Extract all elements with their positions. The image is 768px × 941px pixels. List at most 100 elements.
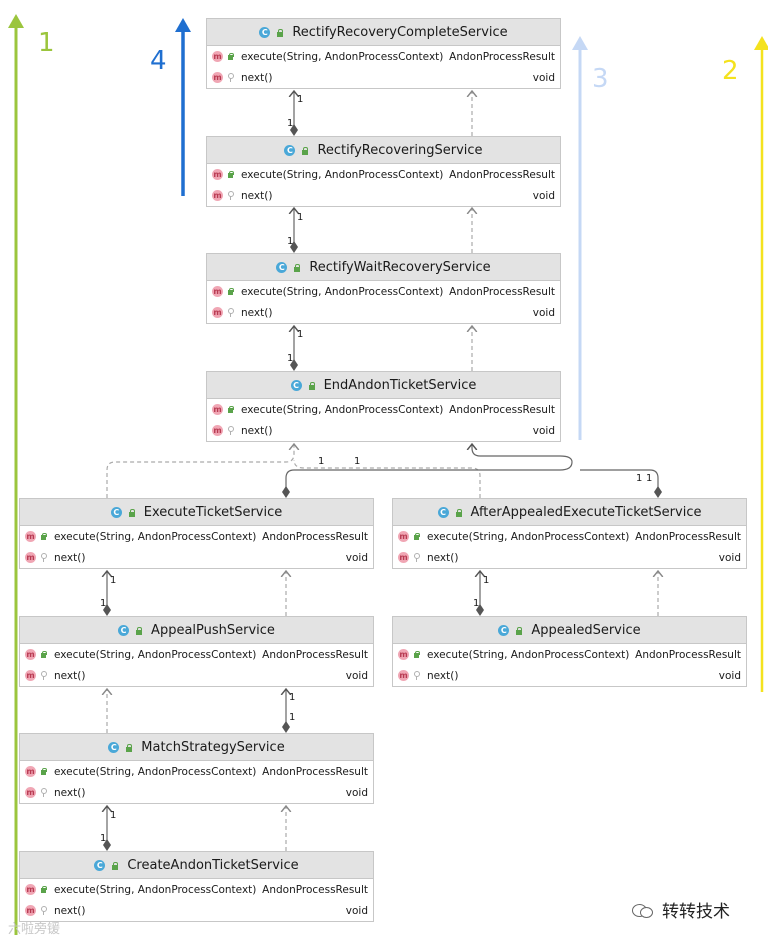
- method-signature: execute(String, AndonProcessContext): [54, 883, 257, 896]
- multiplicity-label: 1: [318, 456, 325, 467]
- protected-icon: [40, 553, 47, 562]
- method-return-type: AndonProcessResult: [449, 50, 555, 63]
- method-icon: m: [212, 286, 223, 297]
- method-signature: next(): [241, 306, 273, 319]
- method-icon: m: [212, 404, 223, 415]
- method-return-type: AndonProcessResult: [449, 168, 555, 181]
- class-icon: C: [259, 26, 271, 38]
- multiplicity-label: 1: [287, 236, 294, 247]
- assoc-ap-ms-diamond: [282, 721, 290, 733]
- public-icon: [40, 768, 47, 775]
- method-icon: m: [25, 905, 36, 916]
- method-return-type: void: [532, 306, 555, 319]
- method-row-next[interactable]: m next() void: [207, 302, 560, 323]
- method-icon: m: [398, 649, 409, 660]
- class-icon: C: [437, 506, 449, 518]
- method-signature: next(): [54, 904, 86, 917]
- class-name: MatchStrategyService: [141, 739, 285, 755]
- multiplicity-label: 1: [646, 473, 653, 484]
- public-icon: [227, 171, 234, 178]
- method-icon: m: [25, 884, 36, 895]
- class-header: C AppealedService: [393, 617, 746, 644]
- public-lock-icon: [302, 146, 309, 155]
- assoc-et-eat-diamond: [282, 486, 290, 498]
- class-icon: C: [498, 624, 510, 636]
- watermark: 转转技术: [632, 897, 730, 922]
- method-signature: execute(String, AndonProcessContext): [427, 648, 630, 661]
- method-icon: m: [212, 51, 223, 62]
- class-name: RectifyWaitRecoveryService: [309, 259, 491, 275]
- class-name: AppealPushService: [151, 622, 275, 638]
- public-lock-icon: [294, 263, 301, 272]
- multiplicity-label: 1: [354, 456, 361, 467]
- class-icon: C: [110, 506, 122, 518]
- assoc-left-0-diamond: [103, 604, 111, 616]
- public-icon: [40, 651, 47, 658]
- class-box-as[interactable]: C AppealedService m execute(String, AndonPr…: [392, 616, 747, 687]
- method-signature: execute(String, AndonProcessContext): [54, 648, 257, 661]
- method-icon: m: [25, 787, 36, 798]
- assoc-right-0-diamond: [476, 604, 484, 616]
- method-signature: execute(String, AndonProcessContext): [241, 168, 444, 181]
- protected-icon: [413, 671, 420, 680]
- method-icon: m: [212, 425, 223, 436]
- class-icon: C: [284, 144, 296, 156]
- faint-watermark: 六啦旁锾: [8, 918, 60, 937]
- assoc-aaet-eat-line: [580, 469, 659, 492]
- multiplicity-label: 1: [110, 810, 117, 821]
- class-name: AppealedService: [531, 622, 641, 638]
- side-arrow-label-3: 3: [592, 64, 609, 94]
- method-return-type: void: [532, 189, 555, 202]
- public-icon: [40, 533, 47, 540]
- multiplicity-label: 1: [100, 833, 107, 844]
- multiplicity-label: 1: [297, 329, 304, 340]
- realization-et-eat: [106, 444, 294, 498]
- method-return-type: AndonProcessResult: [449, 403, 555, 416]
- method-icon: m: [212, 307, 223, 318]
- method-return-type: void: [345, 551, 368, 564]
- method-signature: execute(String, AndonProcessContext): [54, 530, 257, 543]
- method-return-type: void: [718, 551, 741, 564]
- class-name: RectifyRecoveryCompleteService: [292, 24, 508, 40]
- multiplicity-label: 1: [287, 118, 294, 129]
- method-signature: execute(String, AndonProcessContext): [241, 285, 444, 298]
- side-arrow-label-2: 2: [722, 56, 739, 86]
- method-icon: m: [212, 72, 223, 83]
- public-lock-icon: [136, 626, 143, 635]
- side-arrow-label-4: 4: [150, 46, 167, 76]
- method-icon: m: [25, 670, 36, 681]
- method-icon: m: [25, 766, 36, 777]
